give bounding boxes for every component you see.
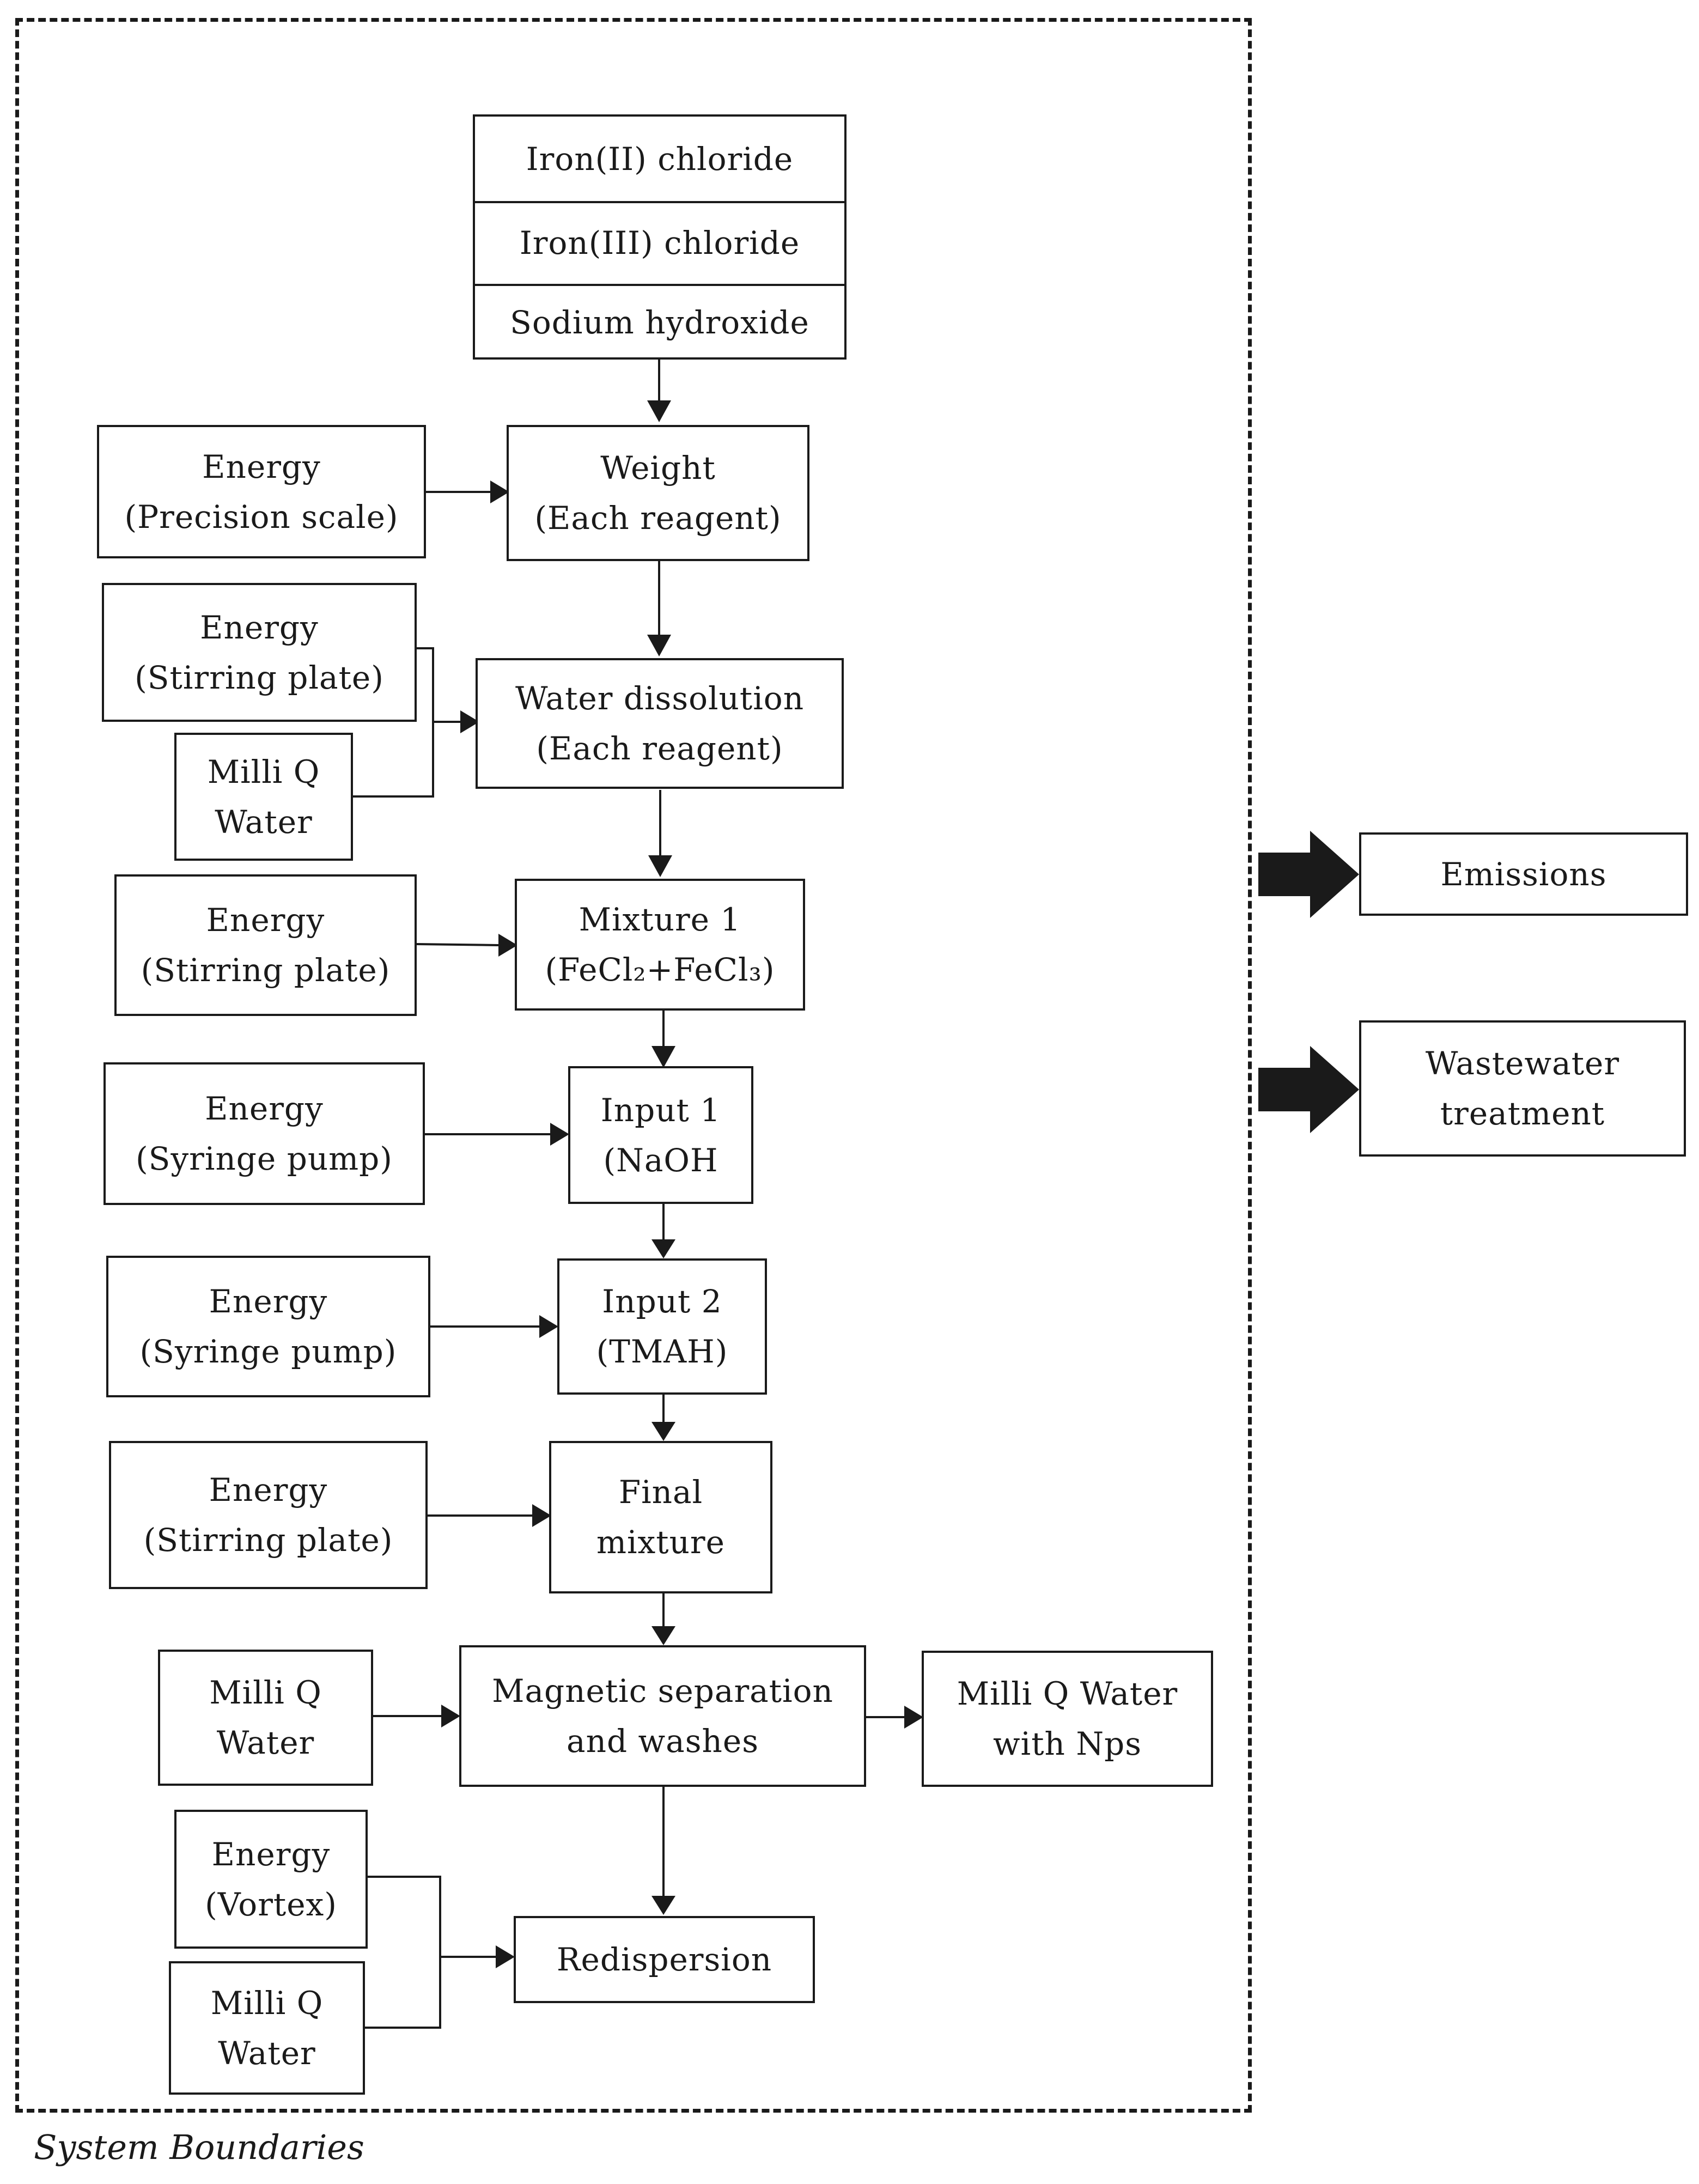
arrowhead [651, 1046, 675, 1068]
process-mixture1-detail: (FeCl₂+FeCl₃) [545, 951, 775, 988]
process-weight-title: Weight [600, 449, 716, 486]
input-source: Water [215, 803, 313, 841]
process-input2-title: Input 2 [602, 1283, 722, 1320]
input-label: Energy [202, 448, 321, 485]
input-source: (Stirring plate) [141, 952, 391, 989]
input-source: (Stirring plate) [135, 659, 384, 696]
process-final-mixture: Final mixture [549, 1441, 772, 1593]
arrowhead [651, 1422, 675, 1441]
process-redispersion-title: Redispersion [556, 1941, 772, 1978]
process-input2-detail: (TMAH) [596, 1333, 728, 1370]
input-label: Energy [211, 1835, 331, 1873]
arrowhead [550, 1123, 569, 1146]
input-label: Milli Q [209, 1674, 322, 1711]
process-input1-detail: (NaOH [603, 1141, 718, 1179]
input-label: Energy [206, 902, 325, 939]
process-redispersion: Redispersion [514, 1916, 815, 2003]
process-dissolution-title: Water dissolution [515, 680, 805, 717]
arrowhead [647, 400, 671, 422]
input-label: Energy [200, 609, 319, 646]
input-energy-precision-scale: Energy (Precision scale) [97, 425, 426, 558]
input-milli-q-water-3: Milli Q Water [169, 1961, 365, 2095]
wastewater-block-arrow [1258, 1046, 1359, 1133]
input-source: (Syringe pump) [139, 1333, 397, 1370]
input-label: Milli Q [210, 1984, 324, 2022]
process-dissolution-detail: (Each reagent) [536, 730, 783, 767]
input-source: (Precision scale) [124, 498, 399, 536]
reagent-divider [475, 284, 844, 286]
process-weight: Weight (Each reagent) [507, 425, 809, 561]
arrowhead [532, 1504, 551, 1527]
output-label: Emissions [1440, 855, 1607, 893]
arrowhead [490, 480, 509, 503]
arrowhead [651, 1626, 675, 1645]
input-energy-stirring-plate-1: Energy (Stirring plate) [102, 583, 417, 722]
arrowhead [441, 1705, 460, 1727]
process-final-title: Final [618, 1474, 703, 1511]
system-boundaries-caption: System Boundaries [34, 2127, 364, 2167]
input-label: Energy [209, 1283, 328, 1320]
input-energy-syringe-pump-1: Energy (Syringe pump) [103, 1062, 425, 1205]
process-mixture1-title: Mixture 1 [578, 901, 741, 938]
output-milli-q-water-with-nps: Milli Q Water with Nps [922, 1651, 1213, 1787]
arrowhead [496, 1945, 515, 1968]
arrowhead [539, 1315, 558, 1338]
process-final-detail: mixture [596, 1524, 725, 1561]
input-source: (Vortex) [205, 1885, 337, 1923]
process-input-2: Input 2 (TMAH) [557, 1258, 767, 1395]
arrowhead [460, 710, 479, 733]
arrowhead [647, 635, 671, 656]
reagent-iron-iii-chloride: Iron(III) chloride [519, 224, 800, 261]
process-input-1: Input 1 (NaOH [568, 1066, 753, 1204]
reagents-stack: Iron(II) chloride Iron(III) chloride Sod… [473, 114, 847, 360]
reagent-iron-ii-chloride: Iron(II) chloride [526, 140, 794, 178]
arrow-stir2-mixture1 [416, 943, 499, 946]
input-source: (Syringe pump) [136, 1140, 393, 1177]
output-detail: with Nps [993, 1725, 1142, 1762]
arrowhead [651, 1896, 675, 1915]
system-boundary [15, 18, 1252, 2113]
output-label: Wastewater [1425, 1045, 1620, 1082]
connector-vortex-water3 [365, 1876, 441, 2029]
input-milli-q-water-1: Milli Q Water [174, 733, 353, 861]
input-energy-vortex: Energy (Vortex) [174, 1810, 368, 1949]
arrowhead [904, 1706, 923, 1729]
process-magnetic-title: Magnetic separation [492, 1672, 833, 1710]
input-energy-stirring-plate-3: Energy (Stirring plate) [109, 1441, 428, 1589]
input-energy-stirring-plate-2: Energy (Stirring plate) [114, 874, 417, 1016]
process-weight-detail: (Each reagent) [534, 500, 782, 537]
input-source: Water [218, 2034, 316, 2072]
input-label: Milli Q [207, 753, 320, 790]
arrowhead [498, 934, 517, 957]
reagent-divider [475, 201, 844, 203]
output-emissions: Emissions [1359, 832, 1688, 916]
process-input1-title: Input 1 [600, 1091, 721, 1129]
arrowhead [648, 855, 672, 877]
input-source: (Stirring plate) [143, 1522, 393, 1559]
process-water-dissolution: Water dissolution (Each reagent) [476, 658, 844, 789]
reagent-sodium-hydroxide: Sodium hydroxide [510, 303, 809, 341]
input-label: Energy [205, 1090, 324, 1127]
process-magnetic-detail: and washes [567, 1723, 759, 1760]
output-detail: treatment [1440, 1095, 1605, 1132]
process-mixture-1: Mixture 1 (FeCl₂+FeCl₃) [515, 879, 805, 1011]
output-label: Milli Q Water [957, 1675, 1178, 1712]
input-milli-q-water-2: Milli Q Water [158, 1650, 373, 1786]
input-label: Energy [209, 1471, 328, 1508]
input-source: Water [216, 1724, 315, 1761]
emissions-block-arrow [1258, 831, 1359, 918]
arrowhead [651, 1239, 675, 1258]
process-magnetic-separation: Magnetic separation and washes [459, 1645, 866, 1787]
input-energy-syringe-pump-2: Energy (Syringe pump) [106, 1256, 430, 1397]
output-wastewater-treatment: Wastewater treatment [1359, 1020, 1686, 1157]
